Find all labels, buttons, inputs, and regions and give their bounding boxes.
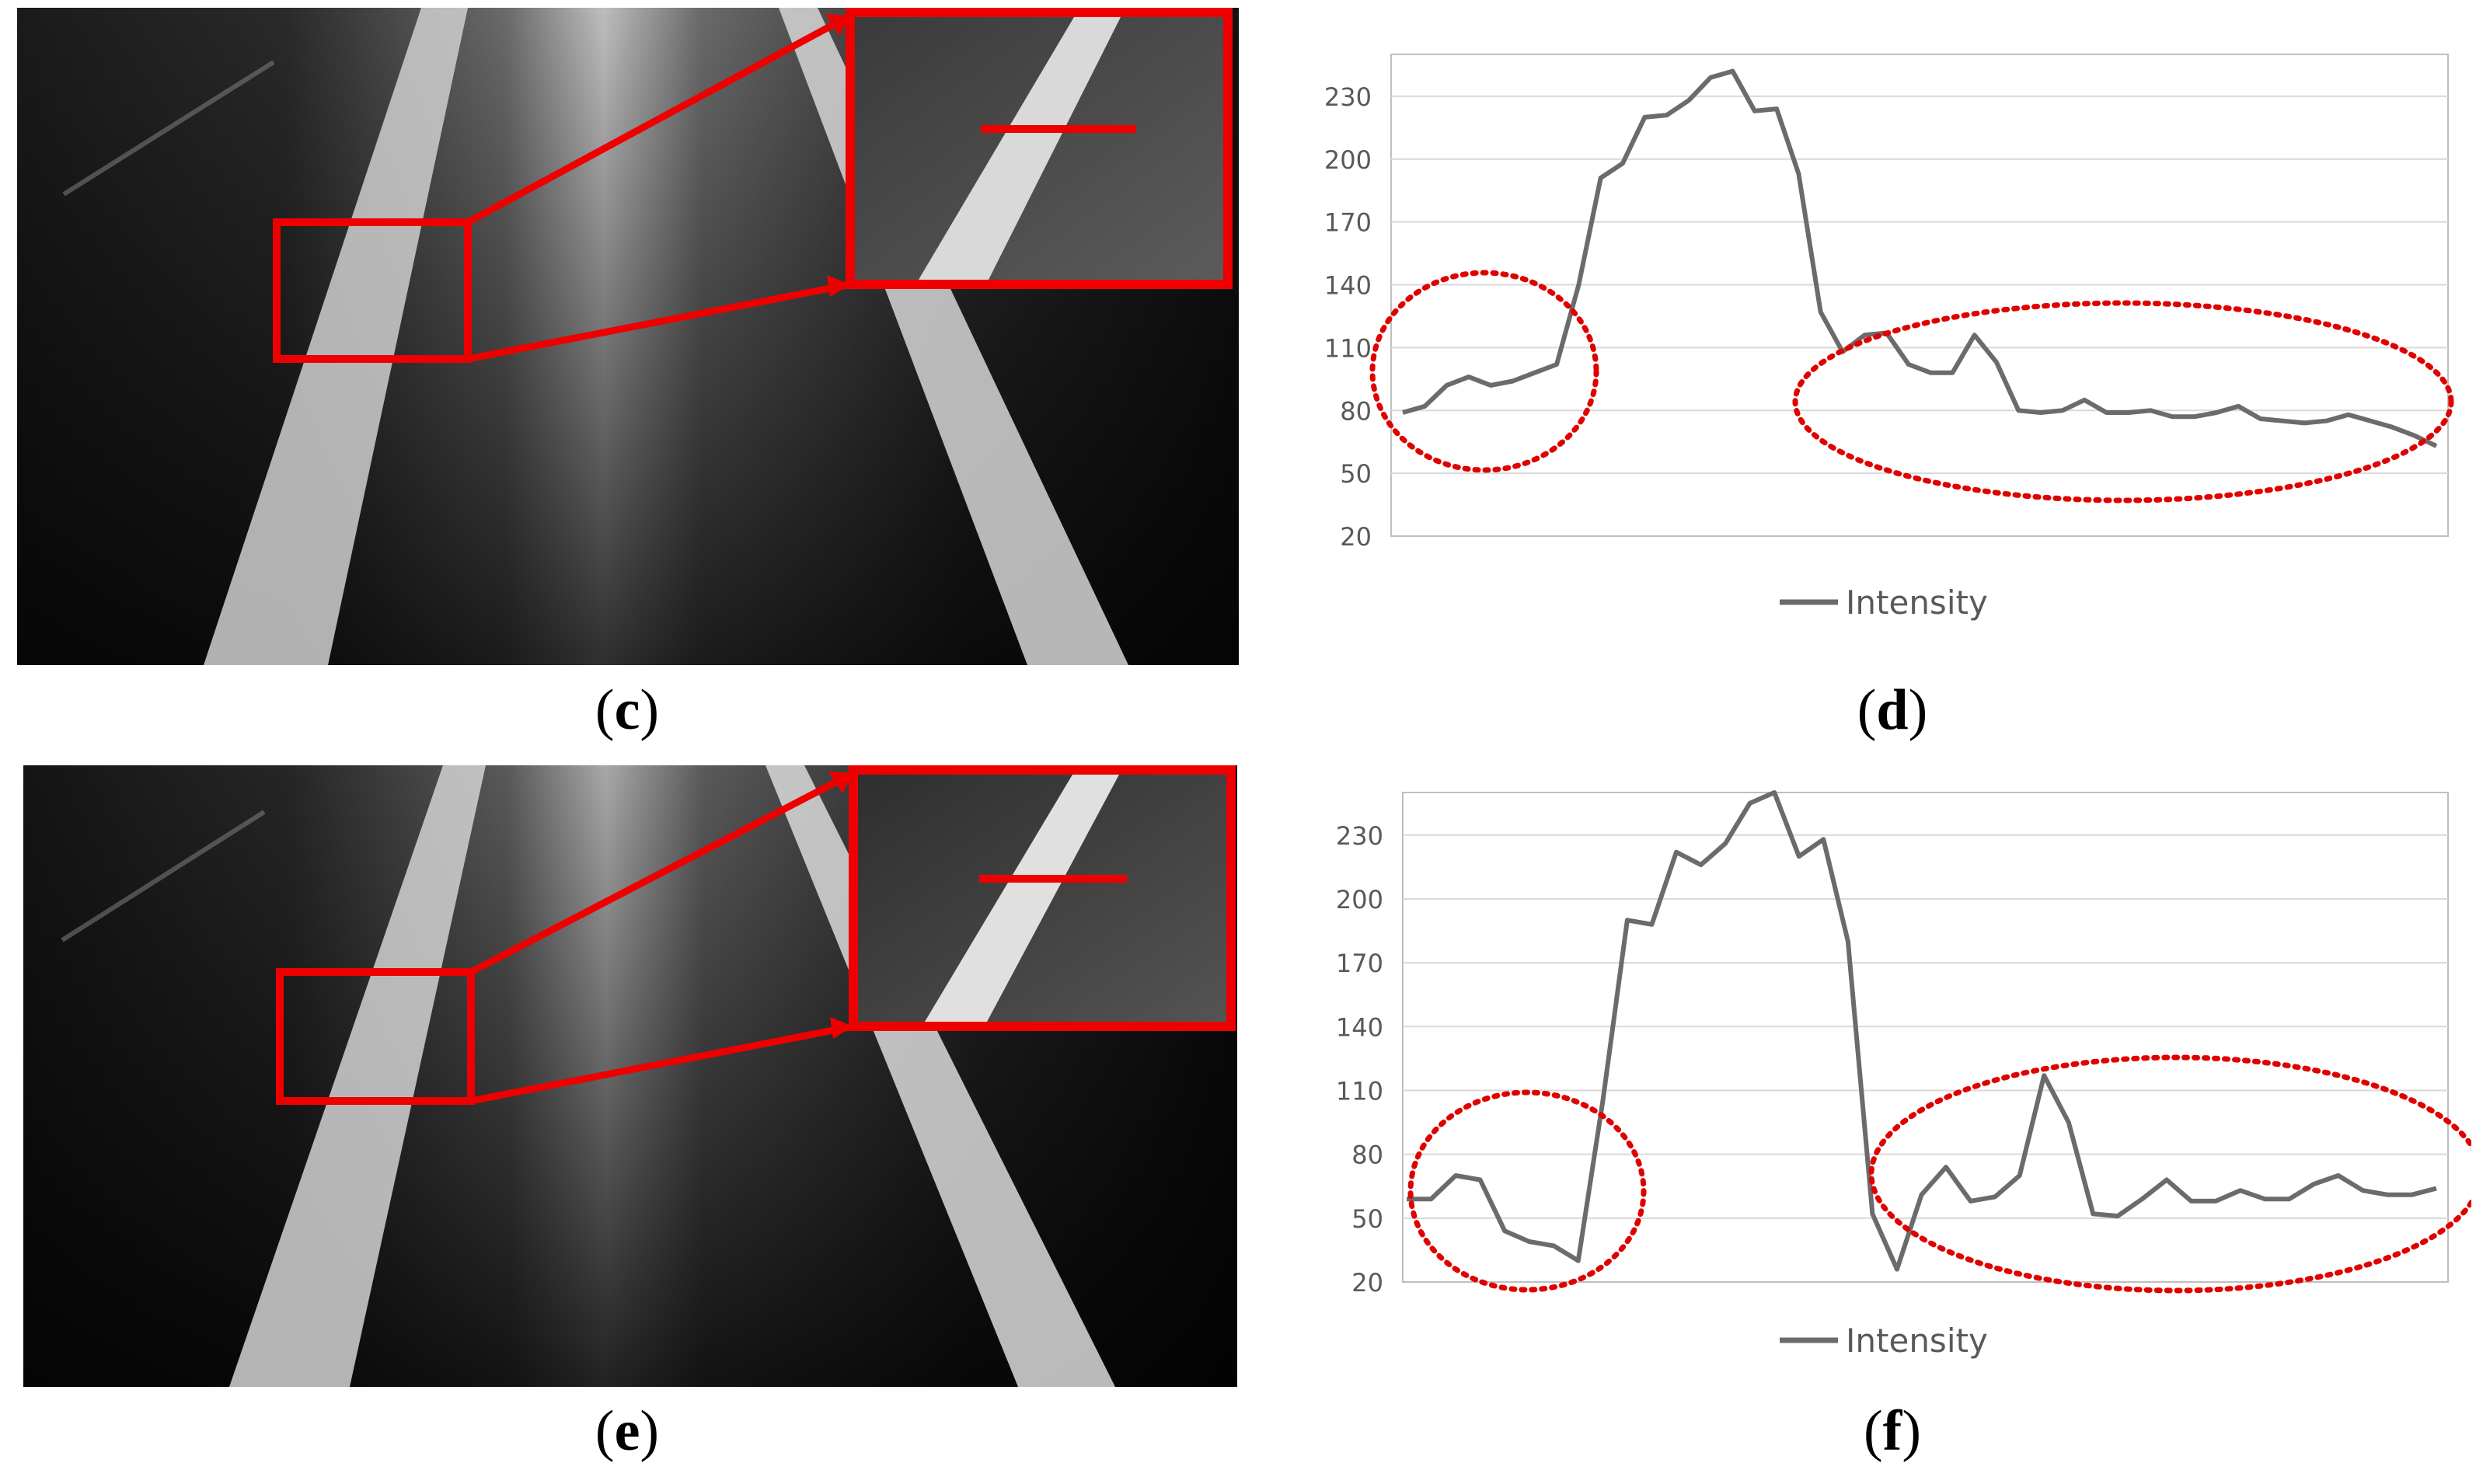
y-tick-label: 170 — [1324, 208, 1372, 238]
intensity-line — [1402, 68, 2438, 448]
legend: Intensity — [1780, 583, 1988, 622]
y-tick-label: 140 — [1324, 271, 1372, 301]
y-tick-label: 110 — [1336, 1076, 1383, 1106]
caption-c: (c) — [595, 678, 660, 742]
y-tick-label: 170 — [1336, 949, 1383, 978]
right-noise-ellipse — [1792, 300, 2454, 503]
y-tick-label: 80 — [1340, 396, 1372, 426]
intensity-chart-f: 20 50 80 110 140 170 200 230 Intensity — [1336, 790, 2471, 1360]
y-tick-label: 20 — [1351, 1268, 1383, 1298]
zoom-box-e — [276, 968, 475, 1105]
intensity-line — [1407, 790, 2437, 1272]
y-tick-label: 230 — [1336, 821, 1383, 851]
caption-e: (e) — [595, 1399, 660, 1463]
y-tick-label: 200 — [1324, 145, 1372, 175]
road-image-c — [17, 8, 1239, 665]
y-tick-label: 140 — [1336, 1012, 1383, 1042]
y-tick-label: 80 — [1351, 1141, 1383, 1170]
y-tick-label: 20 — [1340, 522, 1372, 552]
y-tick-label: 50 — [1340, 459, 1372, 489]
caption-f: (f) — [1864, 1399, 1921, 1463]
zoom-box-c — [273, 218, 472, 363]
road-image-e — [23, 765, 1237, 1387]
y-tick-label: 50 — [1351, 1204, 1383, 1234]
legend: Intensity — [1780, 1322, 1988, 1360]
y-tick-label: 200 — [1336, 885, 1383, 914]
intensity-chart-d: 20 50 80 110 140 170 200 230 Intensity — [1324, 54, 2454, 622]
y-tick-label: 110 — [1324, 333, 1372, 363]
plot-area-border — [1390, 54, 2449, 537]
y-tick-label: 230 — [1324, 82, 1372, 112]
legend-label: Intensity — [1846, 1322, 1988, 1360]
right-noise-ellipse — [1868, 1054, 2471, 1294]
left-noise-ellipse — [1407, 1089, 1647, 1293]
plot-area-border — [1402, 792, 2449, 1283]
legend-label: Intensity — [1846, 583, 1988, 622]
left-noise-ellipse — [1369, 270, 1599, 473]
caption-d: (d) — [1857, 678, 1928, 742]
